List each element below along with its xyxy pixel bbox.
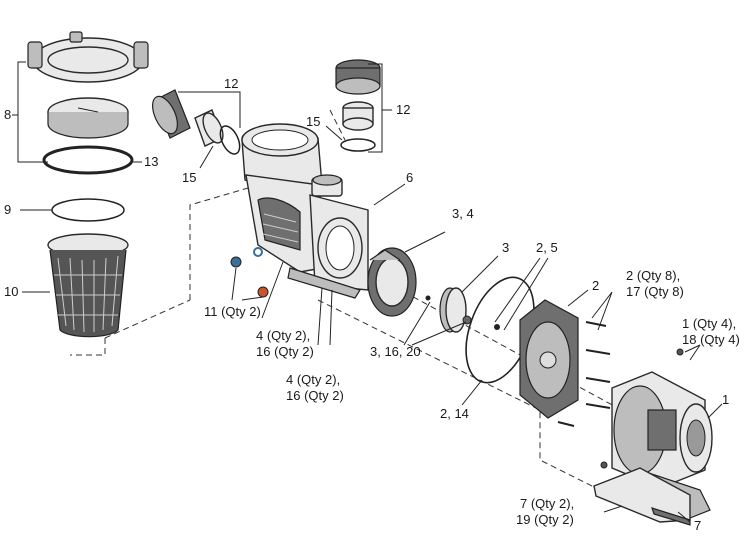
bracket-12a	[178, 91, 241, 128]
label-17-qty8: 17 (Qty 8)	[626, 284, 684, 299]
union-fitting-right	[335, 59, 381, 152]
label-2-5: 2, 5	[536, 240, 558, 255]
strainer-basket	[47, 233, 129, 338]
pump-lid	[47, 97, 129, 139]
label-4-qty2-a: 4 (Qty 2),	[256, 328, 310, 343]
label-16-qty2-a: 16 (Qty 2)	[256, 344, 314, 359]
label-11-qty2: 11 (Qty 2)	[204, 304, 261, 319]
label-12-left: 12	[224, 76, 238, 91]
label-1: 1	[722, 392, 729, 407]
label-6: 6	[406, 170, 413, 185]
bolts	[557, 321, 684, 469]
label-15-left: 15	[182, 170, 196, 185]
union-fitting-left	[152, 89, 241, 155]
label-10: 10	[4, 284, 18, 299]
label-16-qty2-b: 16 (Qty 2)	[286, 388, 344, 403]
label-2: 2	[592, 278, 599, 293]
bracket-8	[17, 61, 48, 163]
label-9: 9	[4, 202, 11, 217]
label-19-qty2: 19 (Qty 2)	[516, 512, 574, 527]
drain-plugs	[230, 247, 269, 298]
impeller	[439, 287, 472, 333]
label-13: 13	[144, 154, 158, 169]
label-7-qty2: 7 (Qty 2),	[520, 496, 574, 511]
label-12-right: 12	[396, 102, 410, 117]
label-8: 8	[4, 107, 11, 122]
label-18-qty4: 18 (Qty 4)	[682, 332, 740, 347]
label-2-14: 2, 14	[440, 406, 469, 421]
lid-o-ring	[42, 145, 134, 175]
label-4-qty2-b: 4 (Qty 2),	[286, 372, 340, 387]
label-3-4: 3, 4	[452, 206, 474, 221]
lid-lock-ring	[27, 31, 149, 83]
label-7: 7	[694, 518, 701, 533]
label-2-qty8: 2 (Qty 8),	[626, 268, 680, 283]
part-labels: 8 13 9 10 12 15 12 15 6 3, 4 3 2, 5 2 2 …	[4, 76, 740, 533]
label-3: 3	[502, 240, 509, 255]
seal-plate	[519, 299, 579, 419]
label-3-16-20: 3, 16, 20	[370, 344, 421, 359]
motor-base	[593, 467, 691, 526]
strainer-o-ring	[51, 198, 125, 222]
label-15-right: 15	[306, 114, 320, 129]
diffuser	[367, 247, 417, 317]
bracket-12b	[368, 63, 383, 153]
pump-housing	[241, 123, 369, 299]
label-1-qty4: 1 (Qty 4),	[682, 316, 736, 331]
